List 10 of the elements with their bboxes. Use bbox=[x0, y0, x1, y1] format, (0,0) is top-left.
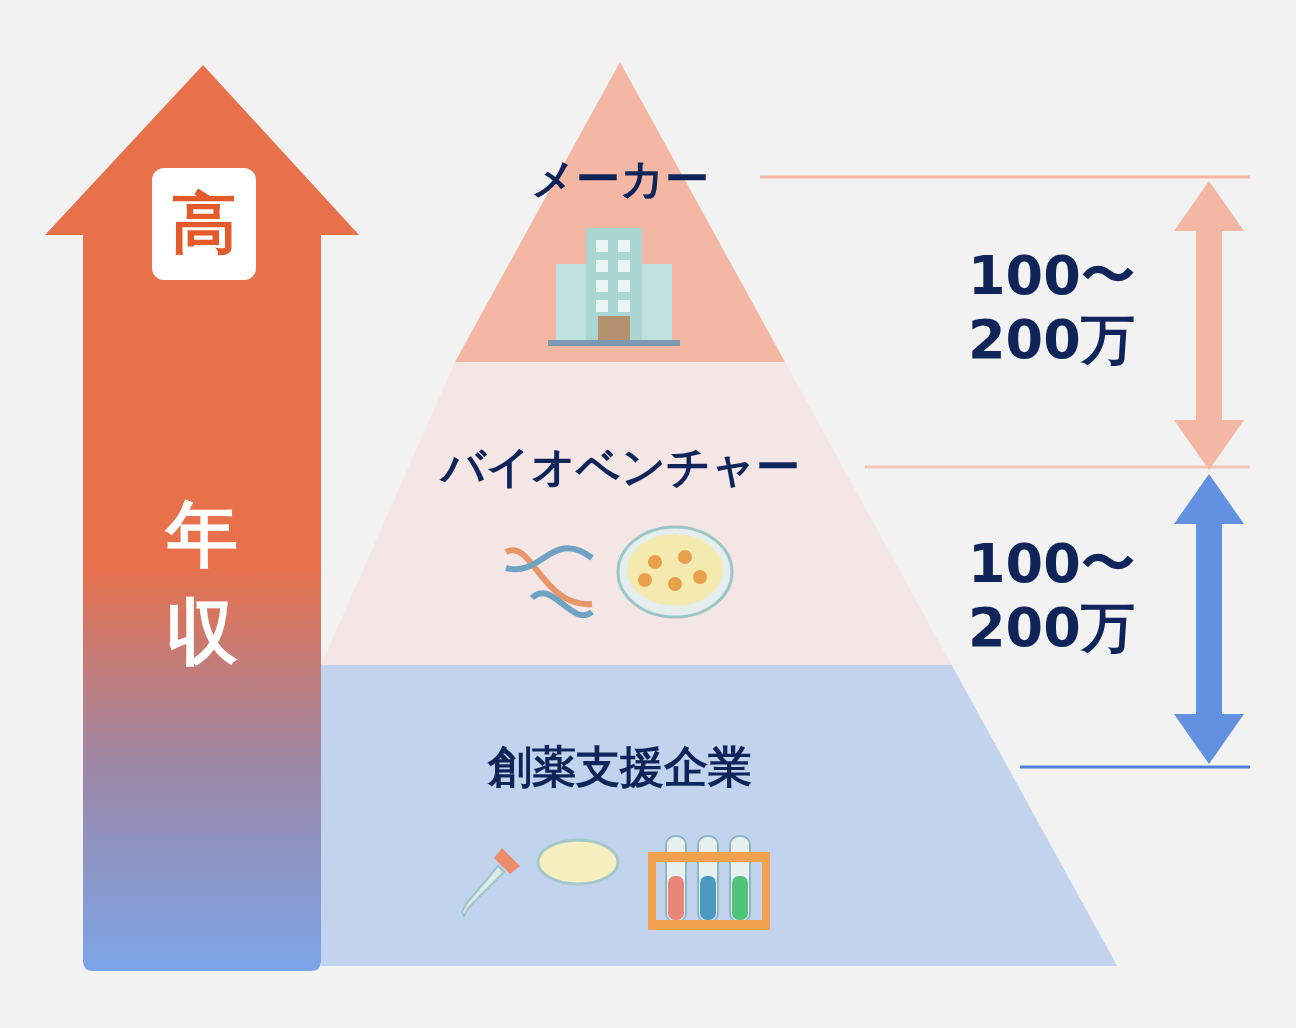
tier-title: 創薬支援企業 bbox=[486, 740, 753, 794]
axis-title: 年収 bbox=[163, 491, 239, 676]
range-label: 100〜 200万 bbox=[968, 532, 1136, 660]
tier-title: バイオベンチャー bbox=[438, 440, 801, 494]
tier-title: メーカー bbox=[530, 152, 710, 206]
pyramid-tier bbox=[321, 665, 1118, 966]
level-badge: 高 bbox=[152, 168, 256, 280]
upward-arrow bbox=[45, 65, 359, 971]
range-label: 100〜 200万 bbox=[968, 244, 1136, 372]
pyramid-tier bbox=[321, 362, 952, 665]
